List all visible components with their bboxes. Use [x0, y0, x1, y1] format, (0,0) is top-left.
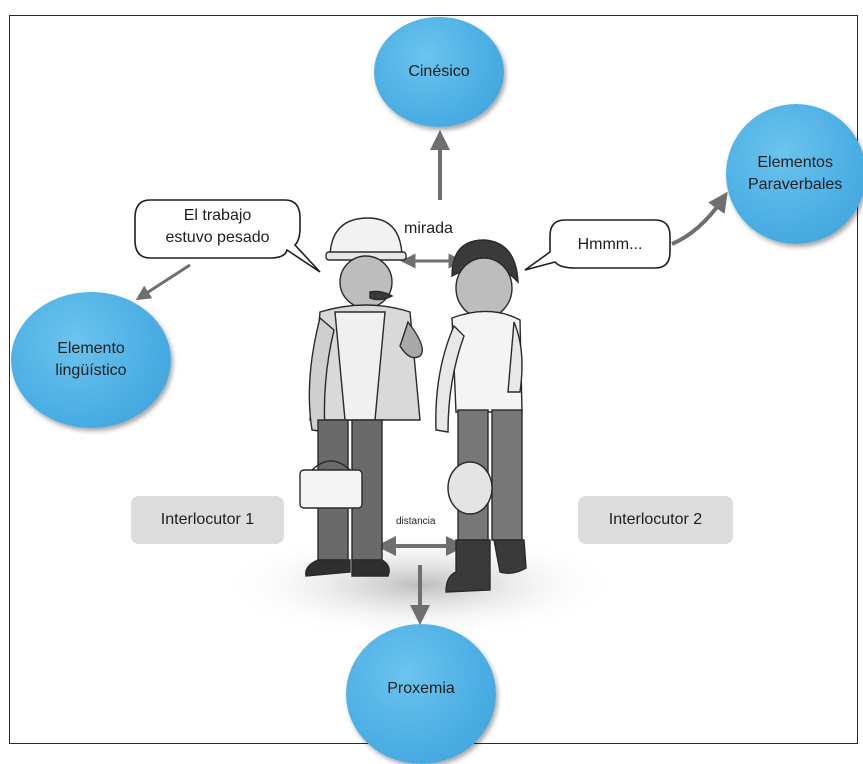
speech-bubble-2-line: Hmmm...: [577, 236, 643, 253]
interlocutor-2-figure: [435, 239, 527, 593]
node-paraverbales-label-2: Paraverbales: [748, 176, 843, 193]
speech-bubble-1-line-1: El trabajo: [183, 207, 252, 224]
interlocutor-1-label: Interlocutor 1: [160, 511, 255, 528]
arrow-to-linguistico: [135, 263, 191, 301]
node-paraverbales-label-1: Elementos: [757, 154, 833, 172]
node-proxemia: Proxemia: [346, 624, 496, 764]
gaze-label: mirada: [404, 220, 453, 237]
node-linguistico-label-1: Elemento: [57, 340, 125, 358]
node-cinesico: Cinésico: [374, 17, 504, 127]
distance-label: distancia: [396, 516, 436, 527]
interlocutor-1-figure: [299, 217, 423, 577]
speech-bubble-2: [524, 219, 671, 271]
interlocutor-2-box: Interlocutor 2: [578, 496, 733, 544]
arrow-to-paraverbales: [671, 191, 728, 246]
node-proxemia-label: Proxemia: [387, 680, 455, 698]
interlocutor-1-box: Interlocutor 1: [131, 496, 284, 544]
speech-bubble-1-text: El trabajo estuvo pesado: [135, 205, 300, 248]
node-cinesico-label: Cinésico: [408, 63, 470, 81]
speech-bubble-2-text: Hmmm...: [550, 234, 670, 256]
speech-bubble-1-line-2: estuvo pesado: [165, 228, 270, 246]
interlocutor-2-label: Interlocutor 2: [608, 511, 703, 528]
speech-bubble-1: [134, 199, 321, 273]
node-linguistico: Elemento lingüístico: [11, 292, 171, 428]
node-linguistico-label-2: lingüístico: [55, 362, 127, 379]
node-paraverbales: Elementos Paraverbales: [726, 104, 863, 244]
